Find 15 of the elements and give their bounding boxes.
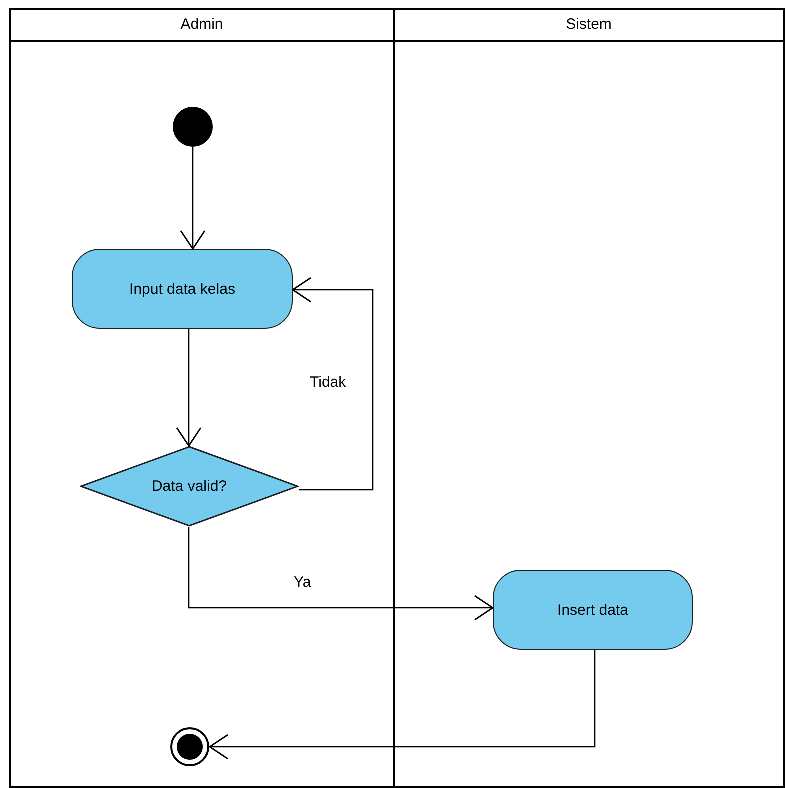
swimlane [393, 8, 785, 788]
decision-label: Data valid? [152, 478, 228, 495]
lane-header: Admin [11, 10, 393, 42]
initial-node [173, 107, 213, 147]
arrow [292, 277, 374, 491]
action-label: Insert data [558, 602, 628, 618]
arrow [176, 329, 202, 447]
arrow [209, 650, 596, 760]
arrow [180, 147, 206, 250]
swimlane [9, 8, 395, 788]
action-label: Input data kelas [130, 280, 236, 298]
lane-header: Sistem [395, 10, 783, 42]
action-box [72, 249, 293, 329]
action-box [493, 570, 693, 650]
arrow [188, 527, 494, 621]
